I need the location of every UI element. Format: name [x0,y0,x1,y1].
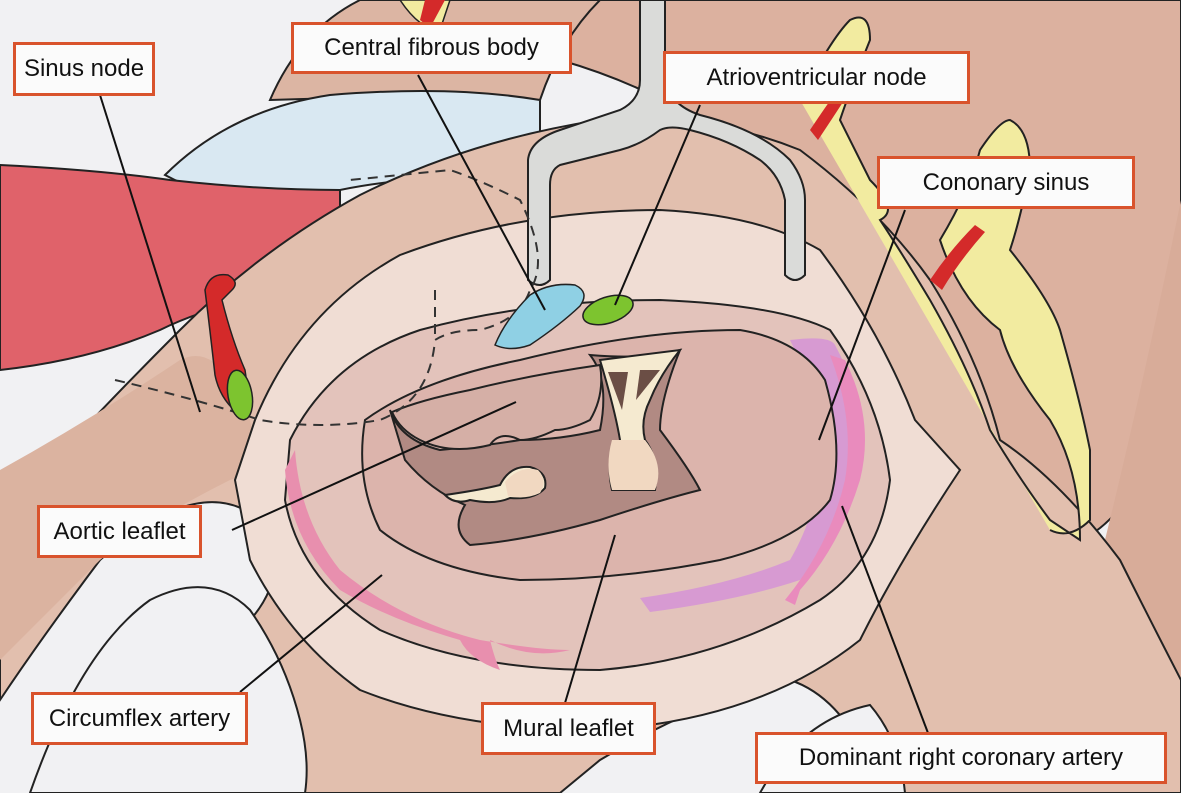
central-fibrous-body-structure [494,283,585,350]
leader-mural-leaflet [564,534,616,704]
label-text: Atrioventricular node [706,63,927,91]
leader-circumflex-artery [239,574,383,693]
circumflex-artery-vessel [285,450,570,670]
label-text: Dominant right coronary artery [798,744,1124,771]
label-sinus-node: Sinus node [13,42,155,96]
label-text: Cononary sinus [922,168,1090,196]
aortic-leaflet-shape [390,363,603,450]
retractor [527,0,806,286]
label-text: Aortic leaflet [53,517,186,545]
artery-upper [420,0,445,28]
leader-sinus-node [99,94,201,413]
leader-central-fibrous-body [417,74,546,311]
label-circumflex-artery: Circumflex artery [31,692,248,745]
coronary-sinus-vessel [640,338,863,612]
fat-pad-right [799,16,1091,542]
sinus-node-structure [226,369,254,421]
label-dominant-right-coronary-artery: Dominant right coronary artery [755,732,1167,784]
leader-lines [99,74,929,734]
leader-atrioventricular-node [614,104,701,306]
papillary-muscle-left [442,465,547,504]
label-text: Circumflex artery [48,704,231,732]
label-atrioventricular-node: Atrioventricular node [663,51,970,104]
label-mural-leaflet: Mural leaflet [481,702,656,755]
artery-right-lower [930,225,985,290]
papillary-muscle-right [598,348,683,491]
aortic-root-dashed-outline [114,168,539,426]
label-text: Sinus node [23,55,145,82]
label-central-fibrous-body: Central fibrous body [291,22,572,74]
label-aortic-leaflet: Aortic leaflet [37,505,202,558]
label-coronary-sinus: Cononary sinus [877,156,1135,209]
leader-dominant-right-coronary-artery [841,505,929,734]
leader-aortic-leaflet [231,401,517,531]
atrioventricular-node-structure [582,294,634,326]
leader-coronary-sinus [818,209,906,441]
label-text: Central fibrous body [324,34,539,61]
label-text: Mural leaflet [503,714,634,742]
right-coronary-artery-vessel [785,355,865,605]
